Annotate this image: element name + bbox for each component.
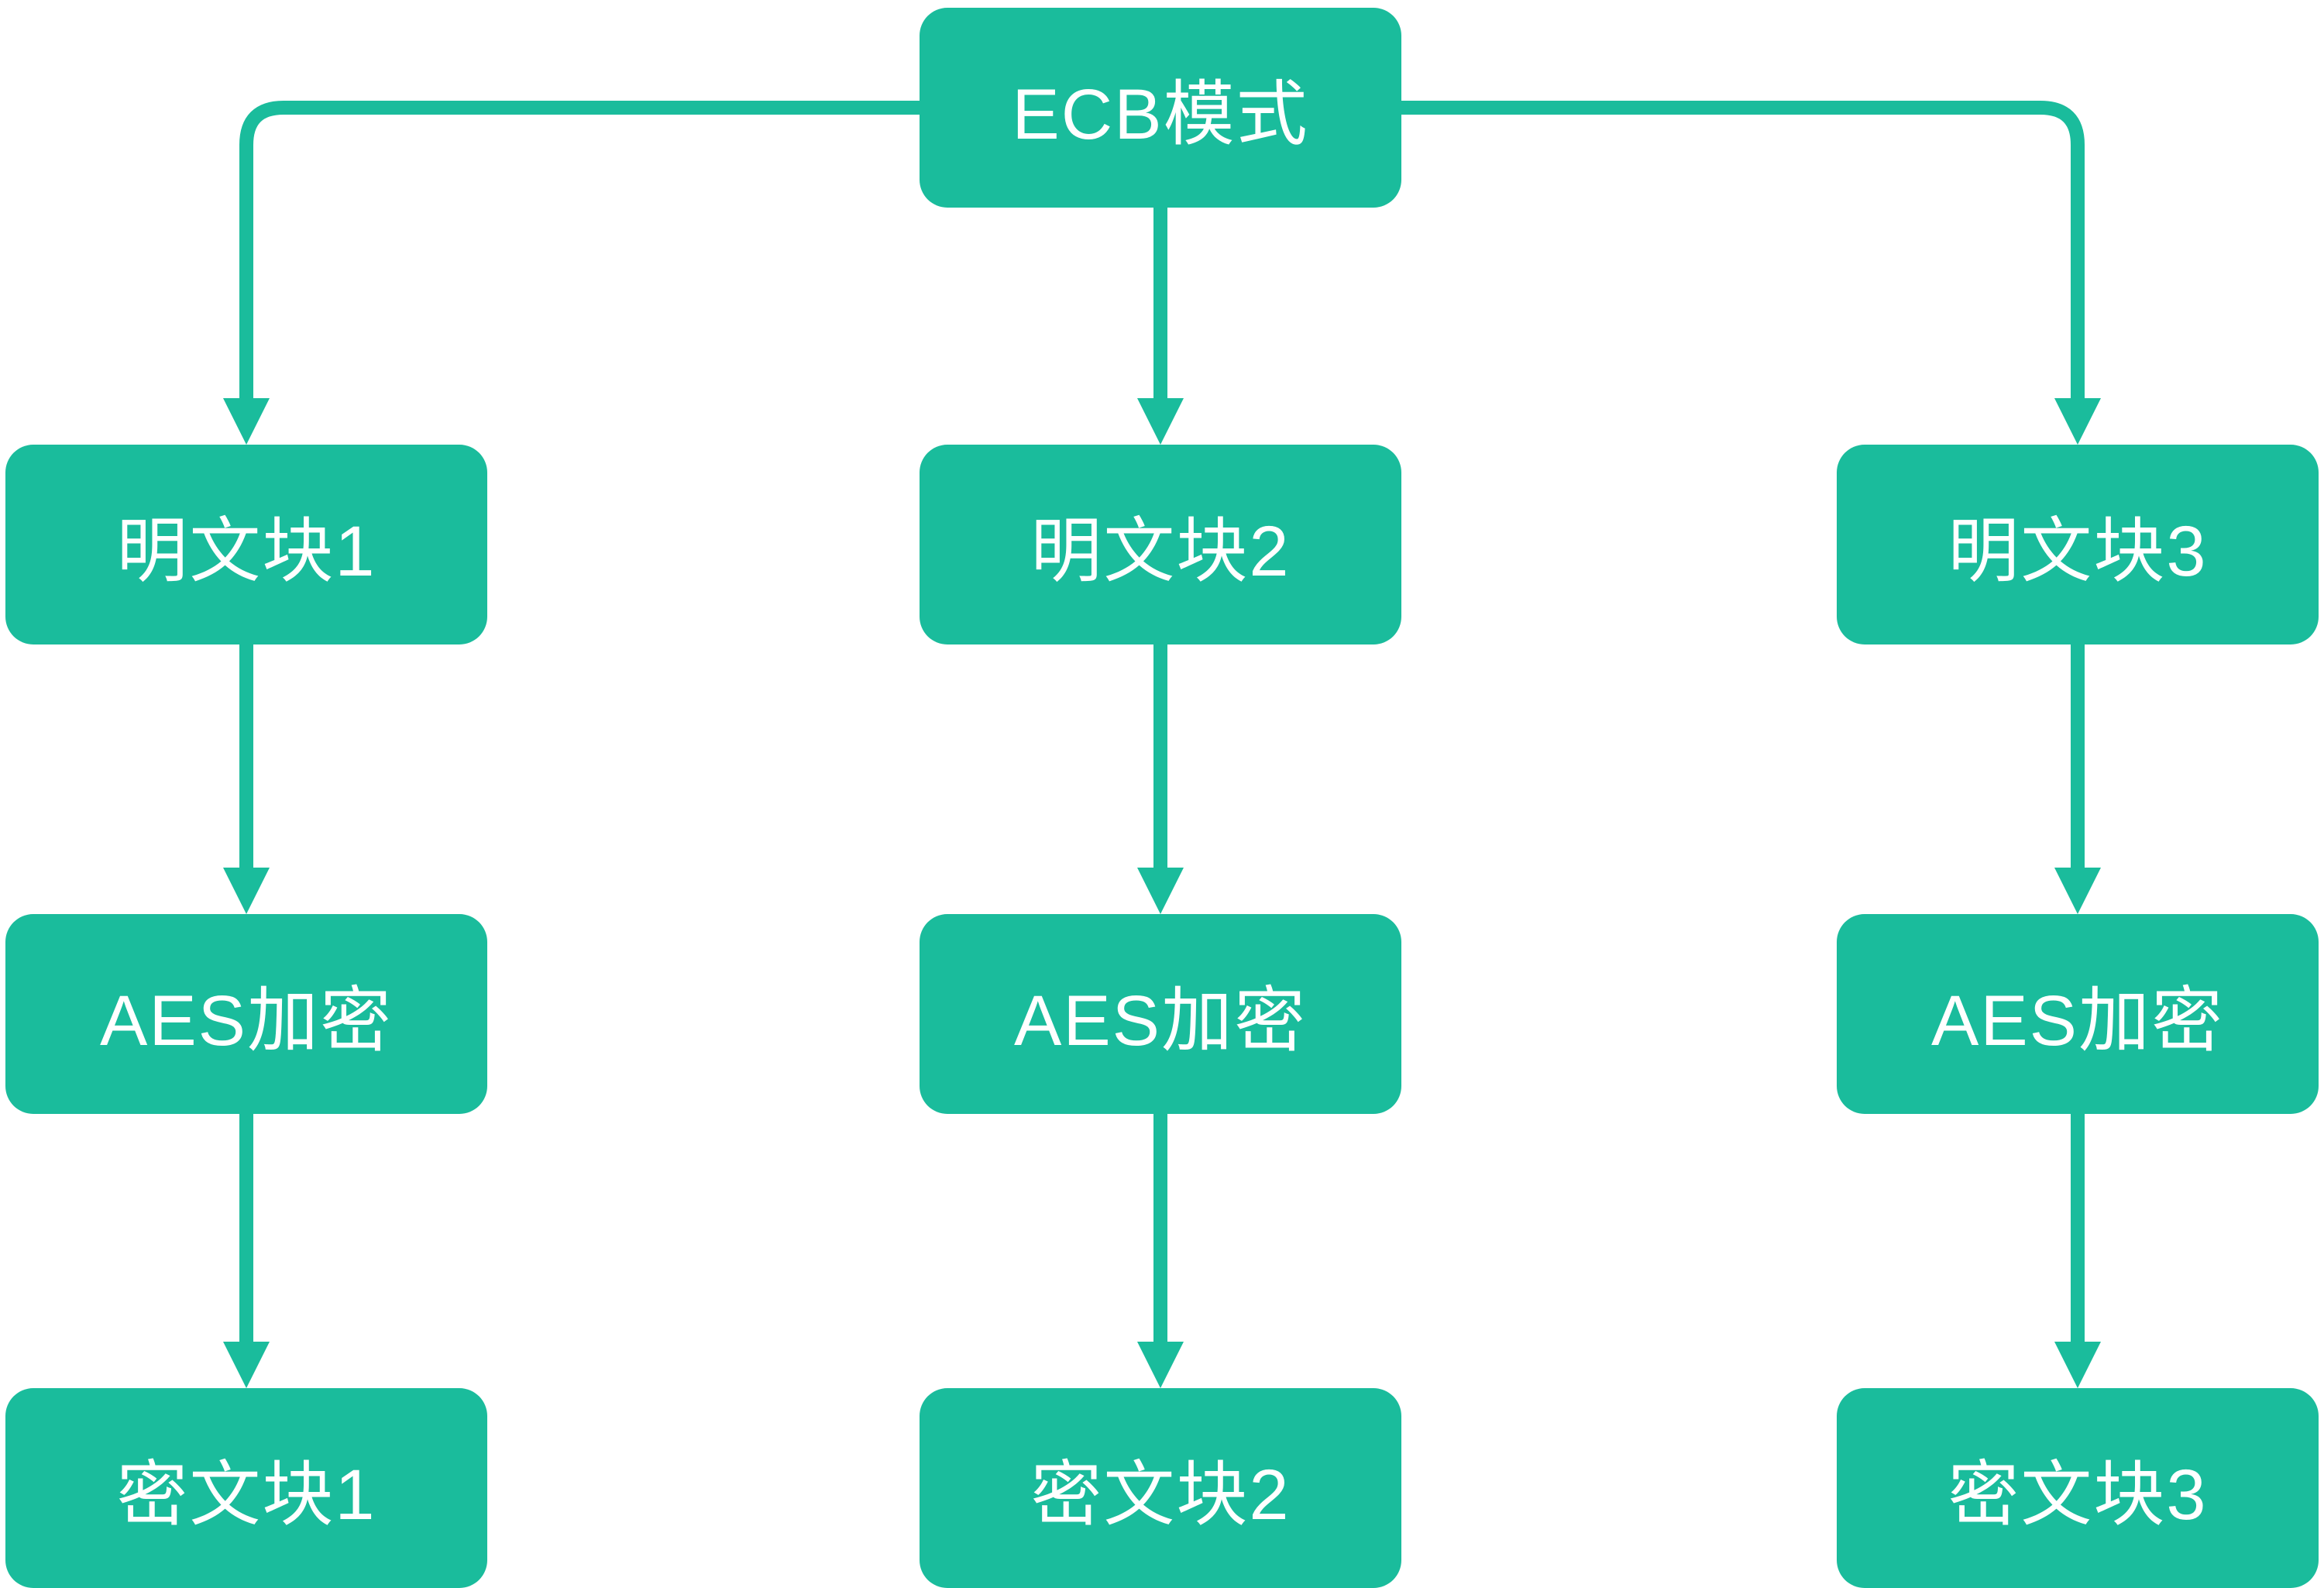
edge-aes3-ciphertext3: [2054, 1114, 2101, 1388]
node-aes-encrypt-1: AES加密: [5, 914, 487, 1114]
edge-aes2-ciphertext2: [1137, 1114, 1184, 1388]
node-ciphertext-3: 密文块3: [1837, 1388, 2319, 1588]
edge-ecb-plaintext2: [1137, 208, 1184, 445]
node-plaintext-3: 明文块3: [1837, 445, 2319, 644]
node-ciphertext-2: 密文块2: [920, 1388, 1401, 1588]
node-ciphertext-1: 密文块1: [5, 1388, 487, 1588]
node-plaintext-1: 明文块1: [5, 445, 487, 644]
node-aes-encrypt-3: AES加密: [1837, 914, 2319, 1114]
edge-ecb-plaintext3: [1401, 101, 2101, 445]
edge-plaintext2-aes2: [1137, 644, 1184, 914]
node-aes-encrypt-2: AES加密: [920, 914, 1401, 1114]
edge-plaintext1-aes1: [223, 644, 270, 914]
edge-plaintext3-aes3: [2054, 644, 2101, 914]
node-ecb-mode: ECB模式: [920, 8, 1401, 208]
node-plaintext-2: 明文块2: [920, 445, 1401, 644]
edge-aes1-ciphertext1: [223, 1114, 270, 1388]
edge-ecb-plaintext1: [223, 101, 920, 445]
